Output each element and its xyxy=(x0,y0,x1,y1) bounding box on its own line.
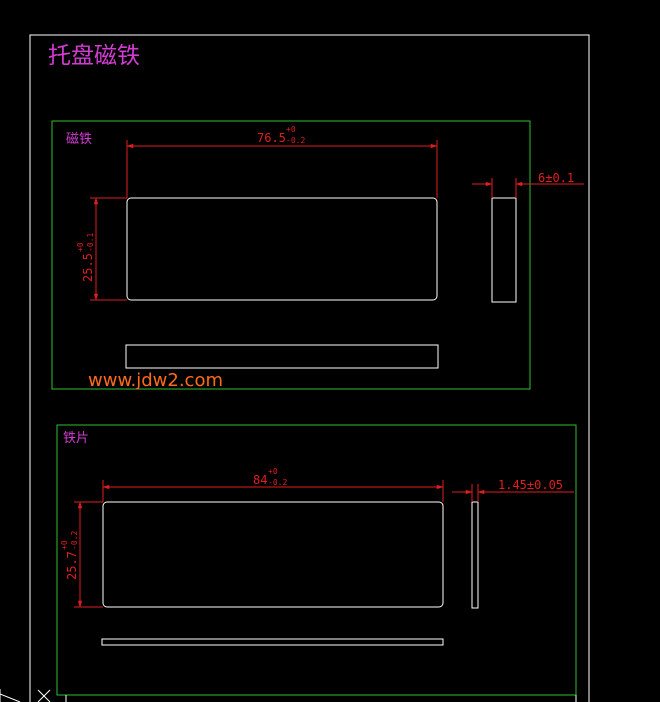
iron-sheet-edge-outline xyxy=(101,638,444,646)
magnet-length-value: 76.5 xyxy=(257,131,286,145)
watermark: www.jdw2.com xyxy=(88,370,223,391)
magnet-width-tol-upper: +0 xyxy=(76,242,85,252)
magnet-width-tol-lower: -0.1 xyxy=(86,233,95,252)
ucs-icon xyxy=(0,689,51,702)
iron-length-tol-upper: +0 xyxy=(268,467,278,476)
iron-sheet-face-outline xyxy=(102,501,444,608)
magnet-label: 磁铁 xyxy=(66,132,92,147)
magnet-edge-outline xyxy=(125,344,439,369)
magnet-face-outline xyxy=(126,197,438,301)
iron-sheet-label: 铁片 xyxy=(63,431,89,446)
magnet-width-value: 25.5 xyxy=(81,253,95,282)
magnet-length-tol-upper: +0 xyxy=(286,125,296,134)
magnet-side-outline xyxy=(491,197,517,303)
magnet-thickness-value: 6±0.1 xyxy=(538,171,574,185)
iron-length-value: 84 xyxy=(253,473,267,487)
iron-sheet-thickness-value: 1.45±0.05 xyxy=(498,478,563,492)
drawing-title: 托盘磁铁 xyxy=(48,43,140,69)
iron-sheet-frame xyxy=(56,424,577,696)
magnet-length-tol-lower: -0.2 xyxy=(286,136,305,145)
iron-width-tol-upper: +0 xyxy=(60,540,69,550)
iron-width-tol-lower: -0.2 xyxy=(70,531,79,550)
sheet-border xyxy=(29,34,590,702)
magnet-frame xyxy=(51,120,531,390)
iron-sheet-side-outline xyxy=(471,501,479,609)
iron-length-tol-lower: -0.2 xyxy=(268,478,287,487)
iron-width-value: 25.7 xyxy=(65,551,79,580)
